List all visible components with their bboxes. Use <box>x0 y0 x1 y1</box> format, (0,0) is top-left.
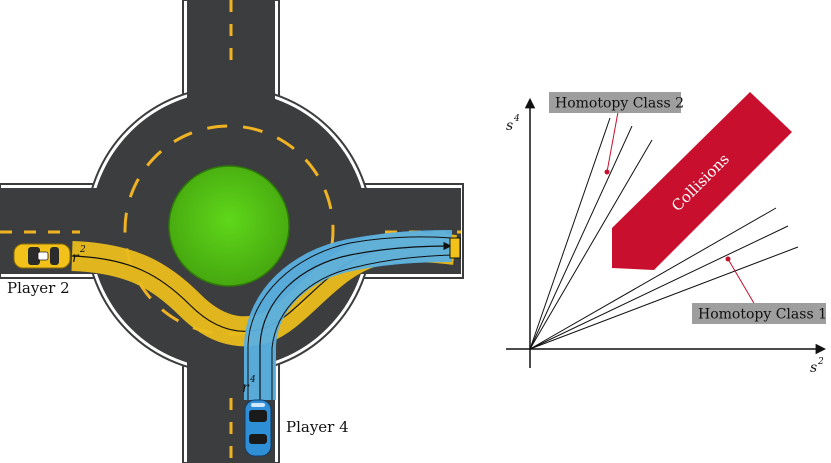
class2-lines <box>529 117 653 350</box>
player4-label: Player 4 <box>286 418 349 436</box>
x-axis-symbol: s <box>810 360 817 376</box>
player2-path-sup: 2 <box>79 245 86 255</box>
player2-car <box>13 243 71 269</box>
player2-label: Player 2 <box>7 279 70 297</box>
homotopy-plot: s 2 s 4 Collisions Homotopy Class 2 Homo… <box>506 92 827 376</box>
class2-pointer <box>606 111 619 173</box>
player4-path-symbol: r <box>242 380 250 396</box>
goal-marker <box>449 237 461 259</box>
class1-lines <box>529 207 799 350</box>
x-axis-sup: 2 <box>817 357 824 367</box>
player2-path-symbol: r <box>72 250 80 266</box>
y-axis-symbol: s <box>506 118 513 134</box>
player4-path <box>244 230 453 400</box>
player4-trajectory-line <box>259 241 452 400</box>
y-axis-sup: 4 <box>513 114 520 124</box>
player4-path-sup: 4 <box>249 375 256 385</box>
collision-region <box>612 92 792 270</box>
player4-car <box>244 399 272 457</box>
class1-pointer <box>727 258 756 306</box>
center-island <box>168 165 290 287</box>
class2-tag <box>549 92 681 113</box>
class1-point <box>725 256 731 262</box>
roundabout-scene: r 2 r 4 Player 2 Player 4 <box>0 0 464 463</box>
class1-tag <box>692 303 826 324</box>
class1-label: Homotopy Class 1 <box>698 307 827 323</box>
class2-point <box>604 169 610 175</box>
class2-label: Homotopy Class 2 <box>555 96 684 112</box>
